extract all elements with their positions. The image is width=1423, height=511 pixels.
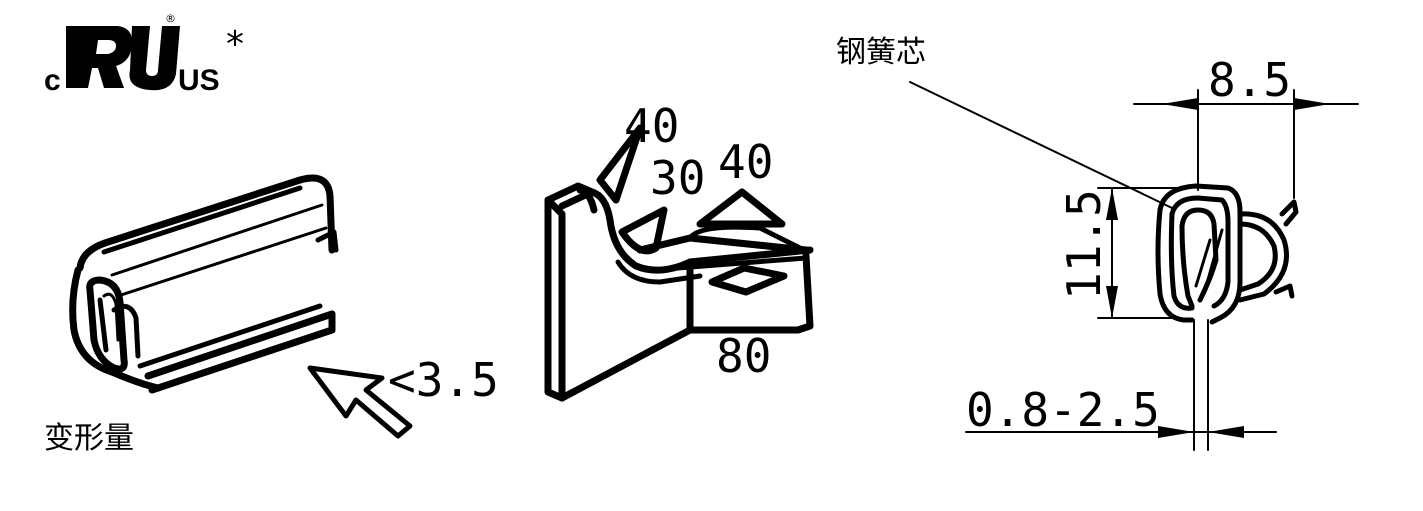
steel-core-label: 钢簧芯 bbox=[836, 35, 926, 70]
angle-triangle-inner-icon bbox=[618, 206, 668, 255]
deformation-arrow-icon bbox=[307, 365, 413, 439]
angle-triangle-top-icon bbox=[596, 124, 644, 204]
clamp-range-dimension: 0.8-2.5 bbox=[966, 383, 1160, 437]
logo-c-letter: c bbox=[44, 64, 61, 97]
logo-us-letters: US bbox=[178, 64, 220, 97]
ur-mark-icon bbox=[66, 26, 133, 88]
angle-diamond-icon bbox=[708, 264, 788, 296]
registered-mark: ® bbox=[165, 12, 176, 25]
angle-right-label: 40 bbox=[718, 135, 773, 189]
angle-top-label: 40 bbox=[624, 99, 679, 153]
asterisk-mark: * bbox=[226, 24, 244, 65]
angle-bottom-label: 80 bbox=[716, 329, 771, 383]
angle-triangle-right-icon bbox=[696, 188, 786, 228]
width-dimension: 8.5 bbox=[1208, 53, 1291, 107]
ul-certification-logo: c ® US * bbox=[44, 12, 244, 97]
deformation-value: <3.5 bbox=[388, 353, 499, 407]
angle-inner-label: 30 bbox=[650, 151, 705, 205]
edge-trim-perspective bbox=[69, 174, 339, 394]
bend-angle-schematic bbox=[544, 124, 814, 402]
cross-section-drawing bbox=[909, 81, 1359, 451]
deformation-label: 变形量 bbox=[44, 421, 134, 456]
ur-mark-r-icon bbox=[129, 26, 180, 91]
height-dimension: 11.5 bbox=[1057, 189, 1111, 300]
